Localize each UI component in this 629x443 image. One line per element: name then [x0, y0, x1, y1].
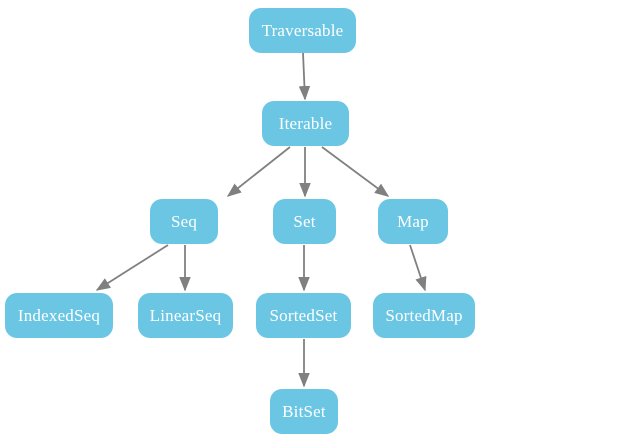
node-linearseq[interactable]: LinearSeq: [138, 293, 233, 338]
node-map[interactable]: Map: [378, 199, 448, 244]
node-set[interactable]: Set: [273, 199, 336, 244]
edge-seq-to-indexedseq: [95, 244, 169, 291]
node-sortedset[interactable]: SortedSet: [256, 293, 351, 338]
node-label-indexedseq: IndexedSeq: [17, 306, 101, 325]
node-label-sortedset: SortedSet: [269, 306, 338, 325]
node-label-sortedmap: SortedMap: [385, 306, 463, 325]
node-bitset[interactable]: BitSet: [270, 389, 338, 434]
edge-map-to-sortedmap: [409, 244, 427, 292]
edge-iterable-to-seq: [226, 146, 291, 197]
node-label-map: Map: [397, 212, 429, 231]
edges-group: [95, 52, 427, 388]
node-label-seq: Seq: [170, 212, 198, 231]
node-iterable[interactable]: Iterable: [262, 101, 349, 146]
node-seq[interactable]: Seq: [150, 199, 218, 244]
node-label-bitset: BitSet: [282, 402, 326, 421]
node-label-traversable: Traversable: [261, 21, 344, 40]
edge-iterable-to-map: [321, 146, 390, 197]
node-label-set: Set: [293, 212, 316, 231]
node-indexedseq[interactable]: IndexedSeq: [5, 293, 113, 338]
node-traversable[interactable]: Traversable: [249, 8, 356, 53]
edge-traversable-to-iterable: [298, 52, 311, 101]
node-sortedmap[interactable]: SortedMap: [373, 293, 475, 338]
node-label-iterable: Iterable: [278, 114, 333, 133]
node-label-linearseq: LinearSeq: [149, 306, 222, 325]
